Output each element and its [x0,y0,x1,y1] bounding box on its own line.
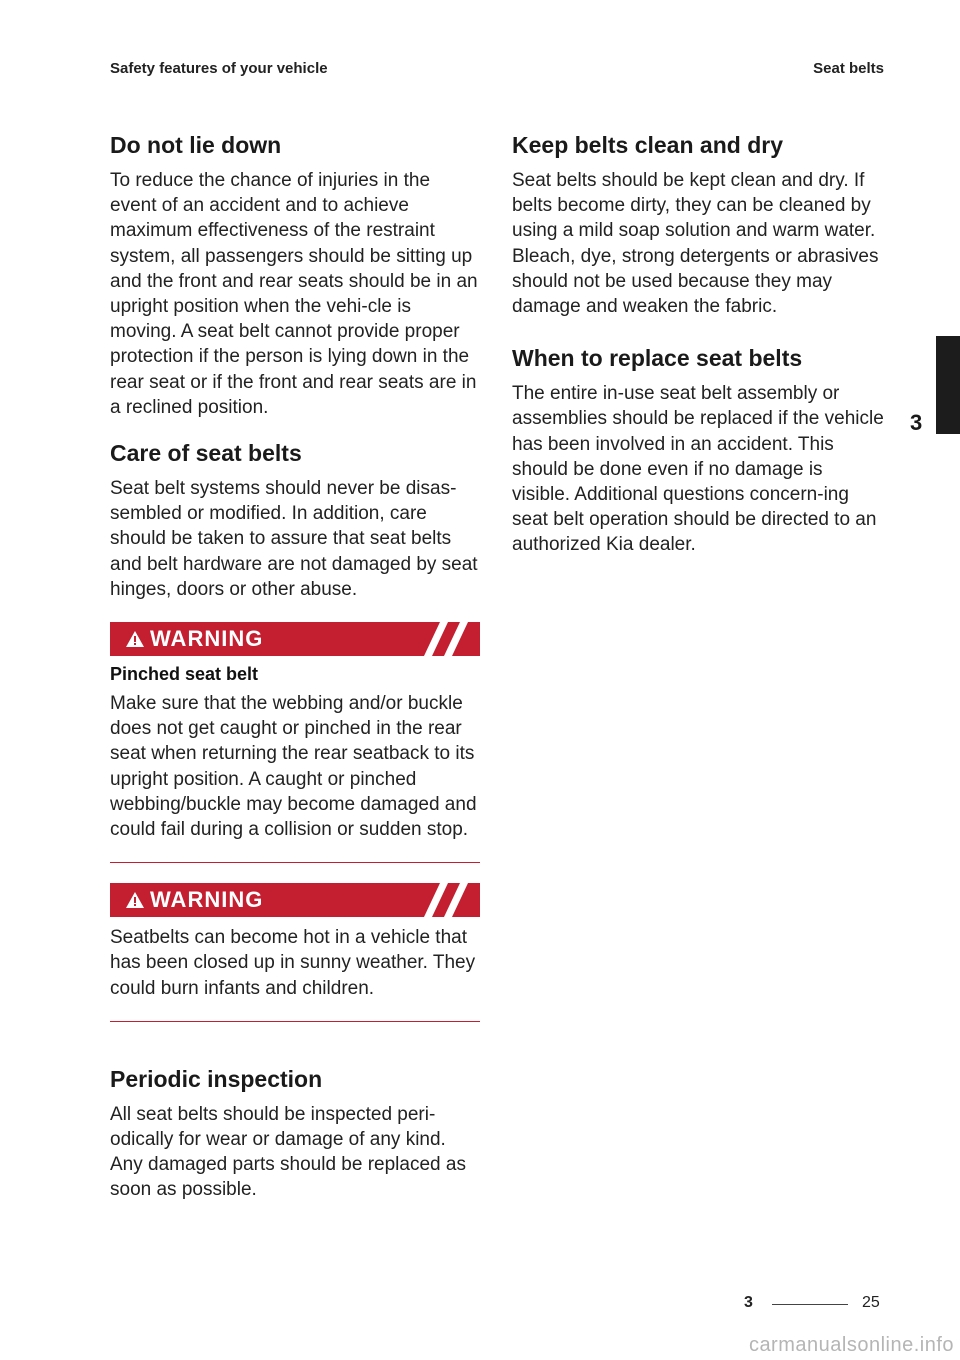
warning-triangle-icon [126,892,144,909]
paragraph-replace: The entire in-use seat belt assembly or … [512,383,884,556]
footer-divider [772,1304,848,1305]
chapter-tab-marker [936,336,960,434]
warning-stripes-decoration [424,883,468,918]
running-header-section: Safety features of your vehicle [110,60,328,77]
warning-divider-2 [110,1020,480,1022]
running-header-topic: Seat belts [813,60,884,77]
heading-lie-down: Do not lie down [110,132,282,158]
heading-replace: When to replace seat belts [512,345,803,372]
paragraph-clean: Seat belts should be kept clean and dry.… [512,170,879,318]
warning-triangle-icon [126,631,144,648]
heading-inspection: Periodic inspection [110,1065,323,1092]
left-column: Do not lie down To reduce the chance of … [110,130,480,1203]
warning-banner-1: WARNING [110,622,480,657]
warning-label: WARNING [150,887,264,913]
paragraph-care: Seat belt systems should never be disas-… [110,478,478,600]
warning-stripes-decoration [424,622,468,657]
warning-body-2: Seatbelts can become hot in a vehicle th… [110,927,476,999]
right-column: Keep belts clean and dry Seat belts shou… [512,130,884,558]
paragraph-lie-down: To reduce the chance of injuries in the … [110,170,478,418]
warning-banner-2: WARNING [110,883,480,918]
footer-page-number: 25 [862,1294,880,1311]
chapter-tab-number: 3 [910,410,923,435]
footer-chapter-number: 3 [744,1294,753,1311]
paragraph-inspection: All seat belts should be inspected peri-… [110,1103,466,1201]
warning-divider-1 [110,862,480,864]
warning-body-1: Make sure that the webbing and/or buckle… [110,693,477,841]
heading-clean: Keep belts clean and dry [512,132,783,158]
warning-label: WARNING [150,626,264,652]
warning-subtitle: Pinched seat belt [110,664,259,685]
heading-care: Care of seat belts [110,440,302,467]
watermark-text: carmanualsonline.info [748,1334,954,1356]
